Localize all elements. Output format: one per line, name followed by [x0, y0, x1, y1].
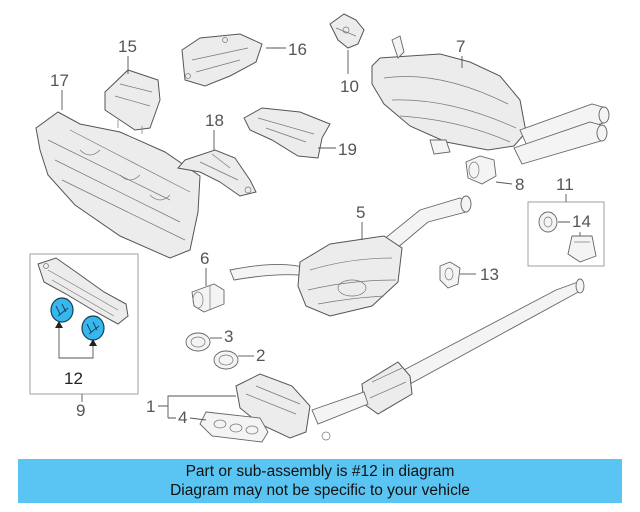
callout-6: 6: [200, 249, 209, 268]
callout-17: 17: [50, 71, 69, 90]
callout-16: 16: [288, 40, 307, 59]
callout-10: 10: [340, 77, 359, 96]
callout-14: 14: [572, 212, 591, 231]
leader-1: [158, 395, 236, 418]
part-1-front-pipe[interactable]: [235, 278, 585, 441]
leader-12-arrows: [55, 321, 97, 346]
leader-4: [168, 417, 207, 421]
part-15-shield[interactable]: [104, 69, 161, 134]
callout-19: 19: [338, 140, 357, 159]
part-19-shield[interactable]: [243, 107, 331, 159]
callout-11: 11: [556, 175, 574, 194]
callout-13: 13: [480, 265, 499, 284]
part-4-gasket[interactable]: [199, 411, 269, 443]
banner-line-1: Part or sub-assembly is #12 in diagram: [185, 463, 455, 480]
callout-15: 15: [118, 37, 137, 56]
part-17-heat-shield[interactable]: [35, 111, 201, 259]
part-10-hanger[interactable]: [329, 13, 365, 49]
callout-7: 7: [456, 37, 465, 56]
part-16-shield[interactable]: [181, 33, 263, 87]
callout-5: 5: [356, 203, 365, 222]
exhaust-parts-diagram: 17 15 16 18 19 10: [29, 13, 610, 443]
banner-line-2: Diagram may not be specific to your vehi…: [170, 482, 470, 499]
part-5-center-muffler[interactable]: [229, 195, 472, 317]
part-3-gasket[interactable]: [185, 332, 211, 352]
leader-8: [495, 181, 513, 185]
part-13-hanger[interactable]: [439, 261, 461, 289]
part-8-clamp[interactable]: [465, 155, 497, 185]
part-11-hanger-assembly[interactable]: [527, 201, 605, 267]
callout-1: 1: [146, 397, 155, 416]
callout-18: 18: [205, 111, 224, 130]
part-7-rear-muffler[interactable]: [371, 35, 610, 165]
part-6-clamp[interactable]: [191, 283, 225, 313]
callout-3: 3: [224, 327, 233, 346]
part-12-mount-highlighted[interactable]: [50, 297, 105, 341]
leader-12: [58, 324, 94, 359]
callout-4: 4: [178, 408, 187, 427]
part-18-bracket[interactable]: [177, 149, 257, 197]
leader-14: [558, 221, 581, 236]
info-banner: Part or sub-assembly is #12 in diagram D…: [18, 459, 622, 503]
callout-9: 9: [76, 401, 85, 420]
part-2-gasket[interactable]: [213, 350, 239, 370]
callout-8: 8: [515, 175, 524, 194]
callout-12: 12: [64, 369, 83, 388]
callout-2: 2: [256, 346, 265, 365]
